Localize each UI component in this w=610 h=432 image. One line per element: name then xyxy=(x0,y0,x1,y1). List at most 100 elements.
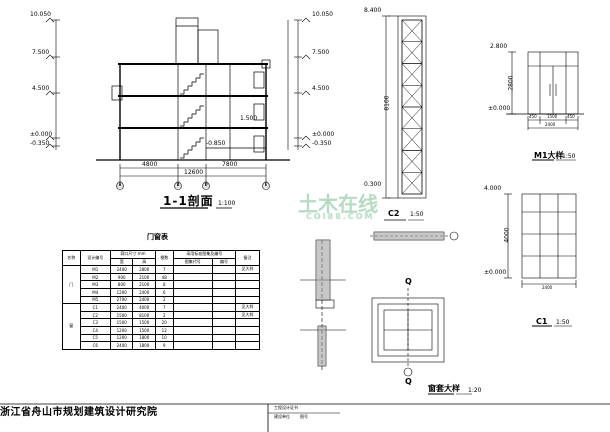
table-cell xyxy=(212,310,236,320)
table-cell xyxy=(234,295,261,305)
th-size: 洞口尺寸 mm xyxy=(110,250,156,259)
table-cell: 800 xyxy=(109,280,134,289)
table-cell xyxy=(172,333,214,343)
section-level-right-0: 10.050 xyxy=(312,11,333,18)
section-level-left-0: 10.050 xyxy=(30,11,51,18)
table-cell: 2100 xyxy=(132,272,156,282)
th-sub: 编号 xyxy=(212,257,236,267)
table-cell: M2 xyxy=(79,272,112,282)
table-cell xyxy=(234,318,261,327)
table-cell: 2100 xyxy=(132,280,156,289)
m1-scale: 1:50 xyxy=(562,153,576,160)
detail-q1: Q xyxy=(405,277,412,286)
table-cell: C3 xyxy=(79,318,112,327)
table-cell: 2800 xyxy=(132,265,156,274)
table-cell: 8 xyxy=(154,280,174,289)
table-cell: 见大样 xyxy=(234,265,261,274)
c2-pane xyxy=(401,172,423,195)
table-cell: M1 xyxy=(79,265,112,274)
section-level-right-5: -0.350 xyxy=(312,140,332,147)
section-dim-1: 7800 xyxy=(222,161,238,168)
table-cell xyxy=(212,280,236,289)
m1-top-level: 2.800 xyxy=(490,43,508,50)
table-cell xyxy=(234,272,261,282)
table-cell xyxy=(172,287,214,297)
table-cell xyxy=(234,333,261,343)
m1-width-2: 450 xyxy=(567,114,575,119)
c1-height: 4000 xyxy=(503,227,511,243)
table-cell xyxy=(234,280,261,289)
c2-bottom-level: 0.300 xyxy=(364,181,382,188)
axis-label-1: Ⓑ xyxy=(175,182,182,189)
table-cell xyxy=(172,318,214,327)
m1-title: M1大样 xyxy=(534,151,564,160)
table-cell: 1800 xyxy=(132,341,156,350)
watermark-cn: 土木在线 xyxy=(298,192,378,216)
table-cell: 见大样 xyxy=(234,310,261,320)
table-cell: 48 xyxy=(154,272,174,282)
table-cell xyxy=(234,287,261,297)
table-cell: 1800 xyxy=(132,333,156,343)
table-cell xyxy=(172,310,214,320)
table-cell xyxy=(172,341,214,350)
section-level-right-1: 7.500 xyxy=(312,49,330,56)
table-cell: 2400 xyxy=(132,287,156,297)
table-cell: 10 xyxy=(154,333,174,343)
table-cell: C4 xyxy=(79,325,112,335)
detail-title: 窗套大样 xyxy=(428,384,460,393)
table-cell: 1200 xyxy=(109,333,134,343)
table-cell xyxy=(172,272,214,282)
section-level-left-4: -0.350 xyxy=(30,140,50,147)
table-cell: 2400 xyxy=(109,303,134,312)
table-cell xyxy=(172,265,214,274)
th-sub: 宽 xyxy=(109,257,134,267)
c2-pane-diag xyxy=(401,172,423,195)
watermark-en: COI88.COM xyxy=(306,212,375,221)
table-cell: 1200 xyxy=(109,287,134,297)
m1-bottom-level: ±0.000 xyxy=(488,105,511,112)
table-cell xyxy=(172,295,214,305)
table-cell: 2400 xyxy=(109,341,134,350)
table-cell: 1500 xyxy=(109,318,134,327)
table-cell: 4000 xyxy=(132,303,156,312)
axis-label-0: Ⓐ xyxy=(117,182,124,189)
group-cell: 门 xyxy=(62,265,81,305)
table-cell: 1200 xyxy=(109,325,134,335)
table-cell xyxy=(212,287,236,297)
axis-label-2: Ⓓ xyxy=(203,182,210,189)
c2-title: C2 xyxy=(388,209,400,218)
proj-label: 建设单位 xyxy=(274,414,290,419)
door-table-title: 门窗表 xyxy=(147,233,168,241)
table-cell xyxy=(172,303,214,312)
detail-scale: 1:20 xyxy=(468,387,482,394)
section-level-left-3: ±0.000 xyxy=(30,131,53,138)
table-cell: 2700 xyxy=(109,295,134,305)
table-cell xyxy=(234,325,261,335)
section-level-left-1: 7.500 xyxy=(32,49,50,56)
detail-q2: Q xyxy=(405,377,412,386)
table-cell xyxy=(172,325,214,335)
table-cell xyxy=(212,303,236,312)
table-cell: 12 xyxy=(154,325,174,335)
section-title: 1-1剖面 xyxy=(163,194,214,208)
table-cell: 2 xyxy=(154,295,174,305)
table-cell xyxy=(234,341,261,350)
table-cell: 2 xyxy=(154,310,174,320)
c2-pane-diag xyxy=(401,19,423,42)
th-code: 设计编号 xyxy=(79,249,112,267)
section-level-right-4: ±0.000 xyxy=(312,131,335,138)
m1-width-1: 1500 xyxy=(547,114,558,119)
cert-label: 工程设计证书 xyxy=(274,405,298,410)
group-cell: 窗 xyxy=(62,303,81,350)
table-cell xyxy=(212,318,236,327)
c1-width: 2400 xyxy=(542,285,553,290)
drawing-label: 图号 xyxy=(300,414,308,419)
